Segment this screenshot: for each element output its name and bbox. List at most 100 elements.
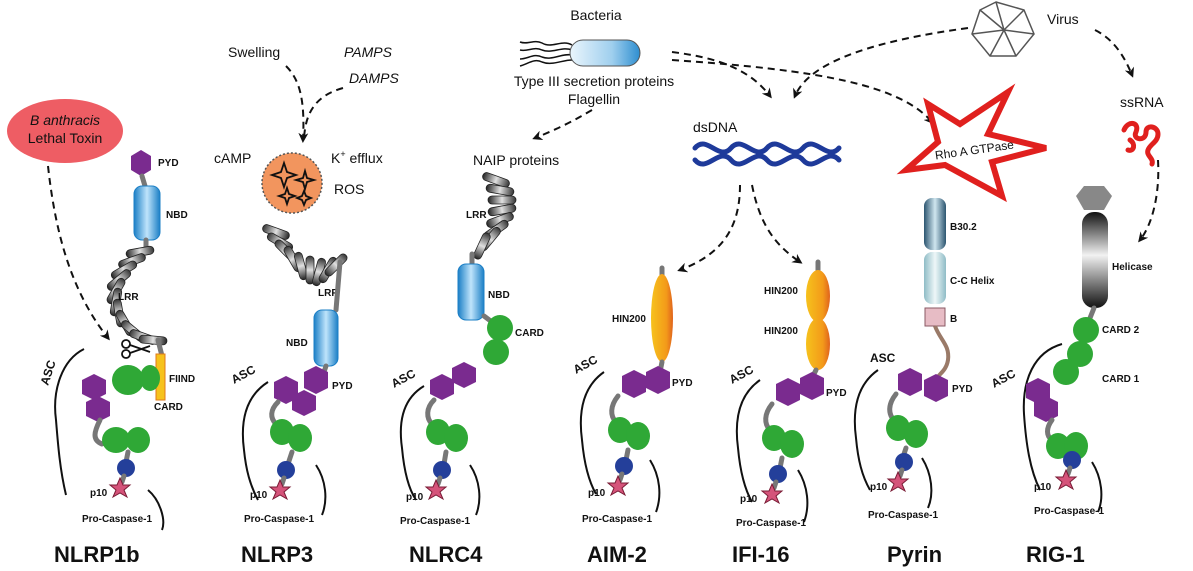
caspase-bracket	[921, 457, 933, 509]
card2-label: CARD 2	[1102, 325, 1140, 336]
nbd-label: NBD	[166, 210, 188, 221]
pyd-label: PYD	[826, 388, 847, 399]
dsdna-label: dsDNA	[693, 119, 738, 135]
p10-label: p10	[90, 488, 108, 499]
asc-label: ASC	[727, 362, 756, 386]
b-box-domain	[924, 307, 946, 327]
helicase-label: Helicase	[1112, 262, 1153, 273]
p10-label: p10	[1034, 482, 1052, 493]
card-label: CARD	[515, 328, 544, 339]
cc-helix-domain	[924, 252, 946, 304]
hin200-domain-2	[806, 318, 830, 370]
scissors-icon	[121, 339, 151, 359]
p10-label: p10	[740, 494, 758, 505]
lrr-label: LRR	[318, 288, 339, 299]
asc-card	[102, 427, 130, 453]
flagellin-label: Flagellin	[568, 91, 620, 107]
damps-label: DAMPS	[349, 70, 399, 86]
ros-sparkles	[269, 160, 318, 208]
p10-label: p10	[406, 492, 424, 503]
caspase-domain	[1063, 451, 1081, 469]
caspase-bracket	[1091, 461, 1103, 513]
asc-bracket	[54, 348, 85, 496]
pyd-domain	[800, 372, 824, 400]
asc-label: ASC	[870, 351, 896, 365]
hin200-label-1: HIN200	[764, 286, 798, 297]
caspase-domain	[433, 461, 451, 479]
naip-label: NAIP proteins	[473, 152, 559, 168]
complex-name-pyrin: Pyrin	[887, 542, 942, 567]
caspase-domain	[895, 453, 913, 471]
asc-card	[608, 417, 632, 443]
pyd-domain	[646, 366, 670, 394]
hin200-label-2: HIN200	[764, 326, 798, 337]
asc-label: ASC	[571, 352, 600, 376]
card1-label: CARD 1	[1102, 374, 1140, 385]
pyrin-complex: B30.2 C-C Helix B ASC PYD p10 Pro-Caspas…	[853, 198, 995, 567]
rig1-complex: Helicase CARD 2 CARD 1 ASC p10 Pro-Caspa…	[989, 186, 1153, 567]
card-domain	[487, 315, 513, 341]
p10-star	[1054, 468, 1078, 491]
bacteria-rho-arrow	[671, 59, 934, 125]
helicase-domain	[1082, 212, 1108, 308]
virus-label: Virus	[1047, 11, 1079, 27]
camp-label: cAMP	[214, 150, 251, 166]
asc-card	[762, 425, 786, 451]
asc-bracket	[399, 385, 425, 501]
pyd-label: PYD	[672, 378, 693, 389]
dsdna-aim2-arrow	[677, 184, 741, 273]
ssrna-label: ssRNA	[1120, 94, 1164, 110]
card1-domain	[1067, 341, 1093, 367]
pro-caspase-label: Pro-Caspase-1	[1034, 506, 1104, 517]
dsdna-icon	[692, 141, 842, 167]
bacteria-dsdna-arrow	[671, 51, 772, 99]
p10-star	[760, 482, 784, 505]
nbd-domain	[133, 185, 161, 241]
caspase-domain	[769, 465, 787, 483]
complex-name-nlrp1b: NLRP1b	[54, 542, 140, 567]
cc-helix-label: C-C Helix	[950, 276, 995, 287]
asc-pyd	[898, 368, 922, 396]
p10-label: p10	[870, 482, 888, 493]
caspase-domain	[117, 459, 135, 477]
damps-arrow	[303, 87, 344, 141]
aim2-complex: HIN200 ASC PYD p10 Pro-Caspase-1 AIM-2	[571, 265, 693, 567]
asc-pyd	[452, 362, 476, 388]
rho-star	[896, 83, 1047, 203]
helicase-cap	[1076, 186, 1112, 210]
b302-label: B30.2	[950, 222, 977, 233]
ifi16-complex: HIN200 HIN200 ASC PYD p10 Pro-Caspase-1 …	[727, 259, 847, 567]
pyd-label: PYD	[332, 381, 353, 392]
nlrp3-complex: LRR NBD ASC PYD p10 Pro-Caspase-1 NLRP3	[229, 223, 353, 567]
card-label: CARD	[154, 402, 183, 413]
pro-caspase-label: Pro-Caspase-1	[244, 514, 314, 525]
asc-bracket	[1022, 343, 1063, 491]
ssrna-icon	[1121, 121, 1161, 167]
pro-caspase-label: Pro-Caspase-1	[82, 514, 152, 525]
pro-caspase-label: Pro-Caspase-1	[400, 516, 470, 527]
nbd-label: NBD	[488, 290, 510, 301]
asc-card	[270, 419, 294, 445]
swelling-arrow	[285, 65, 309, 143]
pro-caspase-label: Pro-Caspase-1	[736, 518, 806, 529]
lethal-toxin-ellipse	[7, 99, 123, 163]
virus-dsdna-arrow	[793, 27, 969, 99]
pro-caspase-label: Pro-Caspase-1	[868, 510, 938, 521]
lrr-label: LRR	[466, 210, 487, 221]
asc-label: ASC	[989, 366, 1018, 390]
complex-name-rig1: RIG-1	[1026, 542, 1085, 567]
lrr-label: LRR	[118, 292, 139, 303]
complex-name-nlrc4: NLRC4	[409, 542, 483, 567]
bacteria-label: Bacteria	[570, 7, 622, 23]
caspase-bracket	[147, 489, 165, 531]
lrr-domain	[261, 223, 350, 287]
flagella	[519, 40, 573, 67]
type3-label: Type III secretion proteins	[514, 73, 674, 89]
asc-label: ASC	[229, 362, 258, 386]
asc-label: ASC	[389, 366, 418, 390]
caspase-bracket	[469, 464, 481, 516]
nbd-label: NBD	[286, 338, 308, 349]
ssrna-rig1-arrow	[1138, 159, 1160, 243]
pro-caspase-label: Pro-Caspase-1	[582, 514, 652, 525]
